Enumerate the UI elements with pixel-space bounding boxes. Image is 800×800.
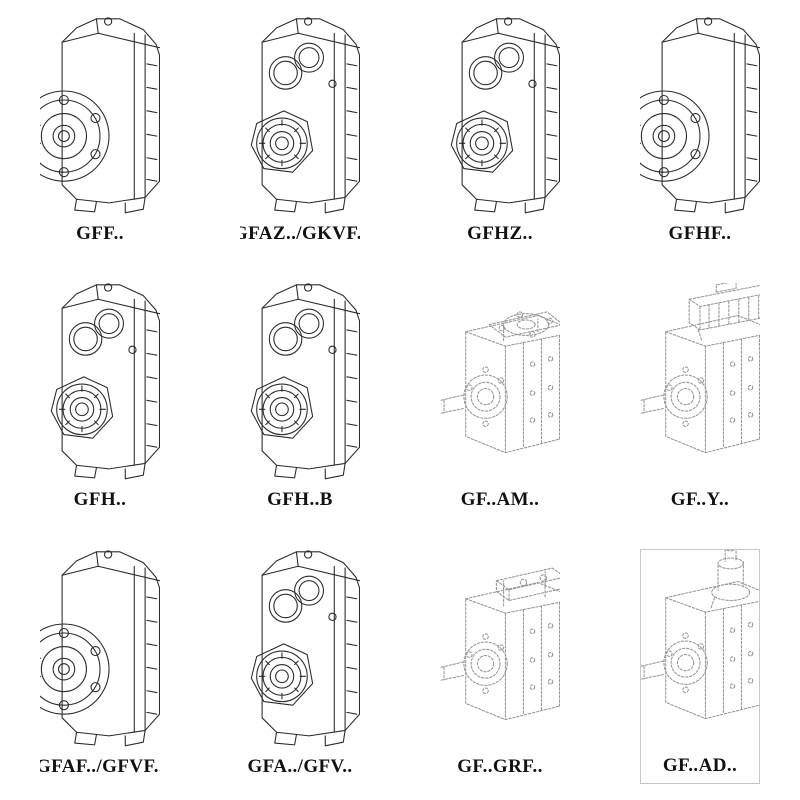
catalog-cell: GFHF.. [640, 16, 760, 251]
catalog-cell: GFF.. [40, 16, 160, 251]
flange-mounted-gearbox-drawing [40, 549, 160, 753]
model-label: GF..AD.. [662, 754, 738, 776]
catalog-cell: GFAF../GFVF.. [40, 549, 160, 784]
flange-mounted-gearbox-drawing [640, 16, 760, 220]
model-label: GFH..B [267, 489, 333, 511]
gearbox-with-motor-flange-drawing [440, 283, 560, 487]
model-label: GFH.. [73, 489, 127, 511]
flange-mounted-gearbox-drawing [40, 16, 160, 220]
model-label: GF..AM.. [460, 489, 540, 511]
hollow-shaft-gearbox-drawing [240, 549, 360, 753]
model-label: GFAF../GFVF.. [40, 755, 160, 777]
model-label: GFHZ.. [467, 222, 533, 244]
gearbox-with-input-shaft-drawing [640, 549, 760, 752]
hollow-shaft-gearbox-drawing [40, 283, 160, 487]
gearbox-with-input-adapter-drawing [440, 549, 560, 753]
model-label: GFAZ../GKVF.. [240, 222, 360, 244]
model-label: GF..GRF.. [457, 755, 543, 777]
catalog-cell: GFH..B [240, 283, 360, 518]
catalog-cell: GF..AM.. [440, 283, 560, 518]
catalog-cell: GFAZ../GKVF.. [240, 16, 360, 251]
model-label: GFA../GFV.. [247, 755, 353, 777]
hollow-shaft-gearbox-drawing [240, 16, 360, 220]
gearbox-with-motor-drawing [640, 283, 760, 487]
model-label: GFHF.. [668, 222, 732, 244]
catalog-cell: GF..Y.. [640, 283, 760, 518]
model-label: GF..Y.. [670, 489, 730, 511]
catalog-cell: GF..AD.. [640, 549, 760, 784]
catalog-cell: GFHZ.. [440, 16, 560, 251]
hollow-shaft-gearbox-drawing [240, 283, 360, 487]
catalog-cell: GFH.. [40, 283, 160, 518]
catalog-cell: GFA../GFV.. [240, 549, 360, 784]
model-label: GFF.. [76, 222, 124, 244]
hollow-shaft-gearbox-drawing [440, 16, 560, 220]
catalog-cell: GF..GRF.. [440, 549, 560, 784]
